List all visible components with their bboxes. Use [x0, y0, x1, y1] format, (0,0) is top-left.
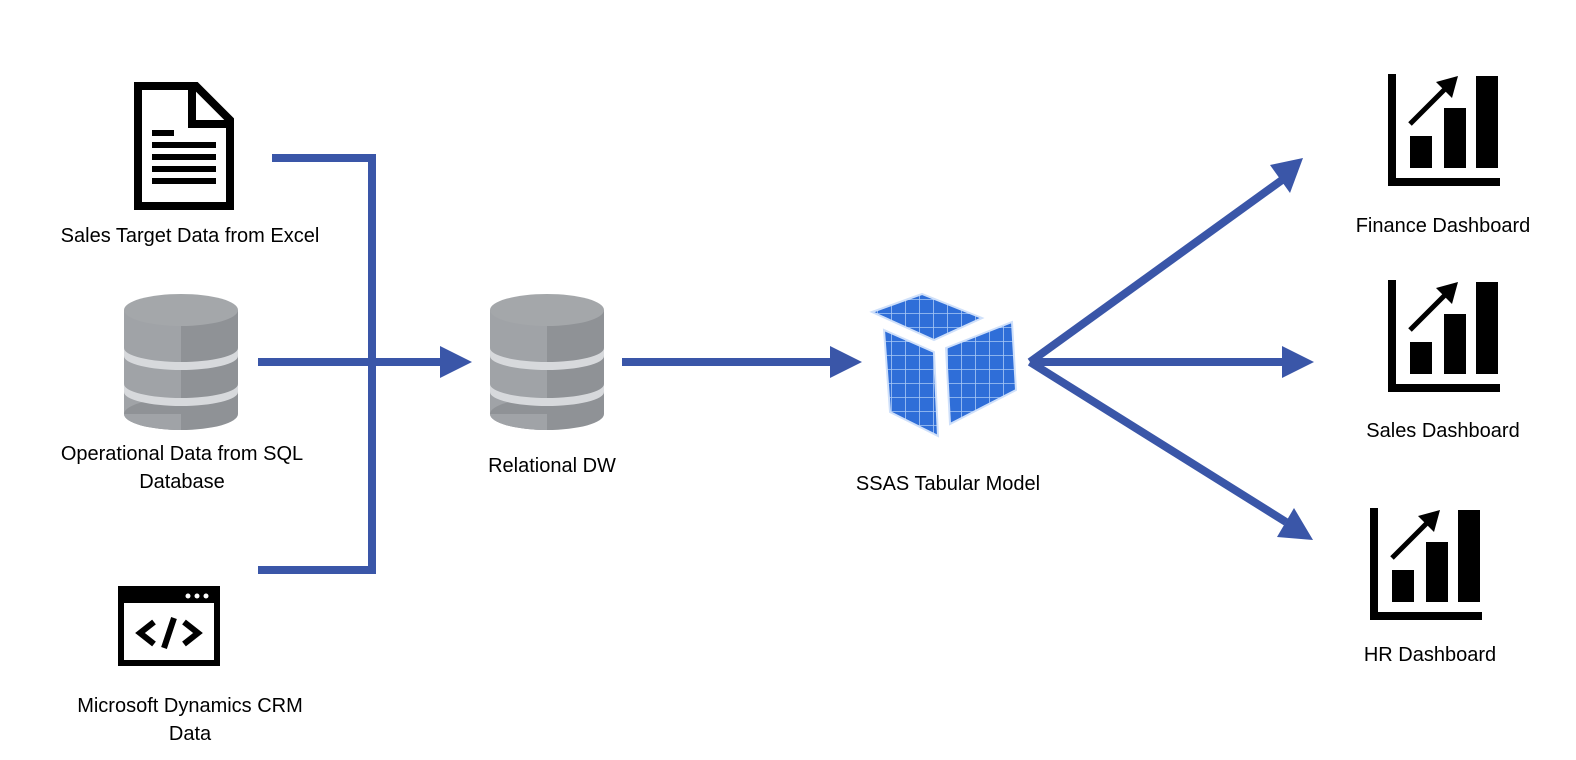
arrowhead-hr: [1277, 508, 1313, 540]
arrowhead-sales: [1282, 346, 1314, 378]
bar-chart-icon: [1388, 280, 1500, 392]
sales-dashboard-label: Sales Dashboard: [1366, 420, 1520, 442]
arrowhead-finance: [1270, 158, 1303, 193]
database-icon: [490, 294, 604, 430]
finance-dashboard-label: Finance Dashboard: [1355, 215, 1531, 237]
arrowhead-ssas: [830, 346, 862, 378]
connector-ssas-finance: [1027, 176, 1285, 366]
ssas-model-label: SSAS Tabular Model: [855, 473, 1041, 495]
document-icon: [134, 82, 234, 210]
crm-source-label: Microsoft Dynamics CRM Data: [77, 695, 303, 745]
hr-dashboard-label: HR Dashboard: [1363, 644, 1497, 666]
connector-ssas-hr: [1027, 358, 1289, 526]
bar-chart-icon: [1388, 74, 1500, 186]
code-window-icon: [118, 586, 220, 666]
database-icon: [124, 294, 238, 430]
relational-dw-label: Relational DW: [488, 455, 616, 477]
arrowhead-dw: [440, 346, 472, 378]
cube-icon: [869, 292, 1018, 438]
bar-chart-icon: [1370, 508, 1482, 620]
excel-source-label: Sales Target Data from Excel: [60, 225, 320, 247]
sql-source-label: Operational Data from SQL Database: [60, 443, 304, 493]
